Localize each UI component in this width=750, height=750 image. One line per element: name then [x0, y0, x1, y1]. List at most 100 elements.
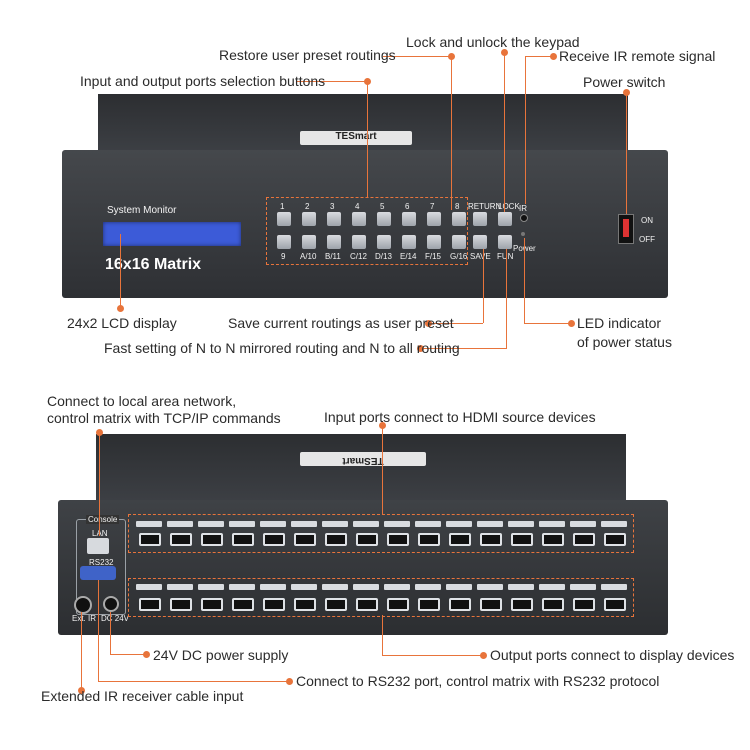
- port-button-10[interactable]: [302, 235, 316, 249]
- button-number-label: A/10: [300, 252, 317, 261]
- dc-jack[interactable]: [103, 596, 119, 612]
- output-hdmi-port[interactable]: [232, 598, 254, 611]
- port-buttons-group: [266, 197, 468, 265]
- input-port-label: [229, 521, 255, 527]
- port-button-14[interactable]: [402, 235, 416, 249]
- save-button[interactable]: [473, 235, 487, 249]
- callout-led-2: of power status: [577, 334, 672, 350]
- output-hdmi-port[interactable]: [480, 598, 502, 611]
- system-monitor-label: System Monitor: [107, 205, 177, 216]
- output-hdmi-port[interactable]: [170, 598, 192, 611]
- input-hdmi-port[interactable]: [542, 533, 564, 546]
- input-port-label: [260, 521, 286, 527]
- output-port-label: [260, 584, 286, 590]
- output-port-label: [167, 584, 193, 590]
- output-hdmi-port[interactable]: [139, 598, 161, 611]
- port-button-5[interactable]: [377, 212, 391, 226]
- port-button-1[interactable]: [277, 212, 291, 226]
- input-hdmi-port[interactable]: [263, 533, 285, 546]
- input-port-label: [539, 521, 565, 527]
- power-switch[interactable]: [618, 214, 634, 244]
- input-port-label: [322, 521, 348, 527]
- input-port-label: [167, 521, 193, 527]
- power-led-icon: [521, 232, 525, 236]
- input-hdmi-port[interactable]: [170, 533, 192, 546]
- output-hdmi-port[interactable]: [449, 598, 471, 611]
- lan-port[interactable]: [87, 538, 109, 554]
- button-number-label: 4: [355, 202, 360, 211]
- callout-rs232: Connect to RS232 port, control matrix wi…: [296, 673, 660, 689]
- input-hdmi-port[interactable]: [232, 533, 254, 546]
- button-number-label: 9: [281, 252, 286, 261]
- output-hdmi-port[interactable]: [511, 598, 533, 611]
- port-button-2[interactable]: [302, 212, 316, 226]
- output-port-label: [322, 584, 348, 590]
- save-label: SAVE: [470, 252, 491, 261]
- port-button-13[interactable]: [377, 235, 391, 249]
- callout-fast: Fast setting of N to N mirrored routing …: [104, 340, 460, 356]
- lock-label: LOCK: [498, 202, 520, 211]
- button-number-label: 5: [380, 202, 385, 211]
- port-button-3[interactable]: [327, 212, 341, 226]
- input-hdmi-port[interactable]: [356, 533, 378, 546]
- button-number-label: 7: [430, 202, 435, 211]
- fun-button[interactable]: [498, 235, 512, 249]
- button-number-label: 2: [305, 202, 310, 211]
- output-port-label: [291, 584, 317, 590]
- input-hdmi-port[interactable]: [511, 533, 533, 546]
- output-hdmi-port[interactable]: [418, 598, 440, 611]
- input-hdmi-port[interactable]: [573, 533, 595, 546]
- output-port-label: [136, 584, 162, 590]
- button-number-label: D/13: [375, 252, 392, 261]
- output-port-label: [601, 584, 627, 590]
- callout-lock: Lock and unlock the keypad: [406, 34, 580, 50]
- input-hdmi-port[interactable]: [201, 533, 223, 546]
- rs232-port[interactable]: [80, 566, 116, 580]
- port-button-16[interactable]: [452, 235, 466, 249]
- port-button-4[interactable]: [352, 212, 366, 226]
- button-number-label: 6: [405, 202, 410, 211]
- input-hdmi-port[interactable]: [418, 533, 440, 546]
- output-hdmi-port[interactable]: [604, 598, 626, 611]
- input-hdmi-port[interactable]: [139, 533, 161, 546]
- lock-button[interactable]: [498, 212, 512, 226]
- button-number-label: E/14: [400, 252, 417, 261]
- port-button-8[interactable]: [452, 212, 466, 226]
- input-hdmi-port[interactable]: [449, 533, 471, 546]
- port-button-15[interactable]: [427, 235, 441, 249]
- return-label: RETURN: [468, 202, 502, 211]
- output-port-label: [446, 584, 472, 590]
- port-button-9[interactable]: [277, 235, 291, 249]
- port-button-12[interactable]: [352, 235, 366, 249]
- brand-logo: TESmart: [300, 131, 412, 145]
- input-hdmi-port[interactable]: [325, 533, 347, 546]
- input-port-label: [198, 521, 224, 527]
- button-number-label: 8: [455, 202, 460, 211]
- port-button-11[interactable]: [327, 235, 341, 249]
- input-hdmi-port[interactable]: [480, 533, 502, 546]
- output-hdmi-port[interactable]: [573, 598, 595, 611]
- input-hdmi-port[interactable]: [294, 533, 316, 546]
- input-hdmi-port[interactable]: [387, 533, 409, 546]
- output-hdmi-port[interactable]: [263, 598, 285, 611]
- input-hdmi-port[interactable]: [604, 533, 626, 546]
- input-port-label: [353, 521, 379, 527]
- off-label: OFF: [639, 235, 655, 244]
- port-button-6[interactable]: [402, 212, 416, 226]
- input-port-label: [291, 521, 317, 527]
- button-number-label: 1: [280, 202, 285, 211]
- output-hdmi-port[interactable]: [201, 598, 223, 611]
- output-hdmi-port[interactable]: [294, 598, 316, 611]
- output-hdmi-port[interactable]: [325, 598, 347, 611]
- ext-ir-jack[interactable]: [74, 596, 92, 614]
- output-hdmi-port[interactable]: [356, 598, 378, 611]
- output-hdmi-port[interactable]: [387, 598, 409, 611]
- port-button-7[interactable]: [427, 212, 441, 226]
- callout-dc: 24V DC power supply: [153, 647, 289, 663]
- input-port-label: [384, 521, 410, 527]
- output-hdmi-port[interactable]: [542, 598, 564, 611]
- dc-label: DC 24V: [101, 614, 130, 623]
- input-port-label: [570, 521, 596, 527]
- ext-ir-label: Ext. IR: [72, 614, 97, 623]
- return-button[interactable]: [473, 212, 487, 226]
